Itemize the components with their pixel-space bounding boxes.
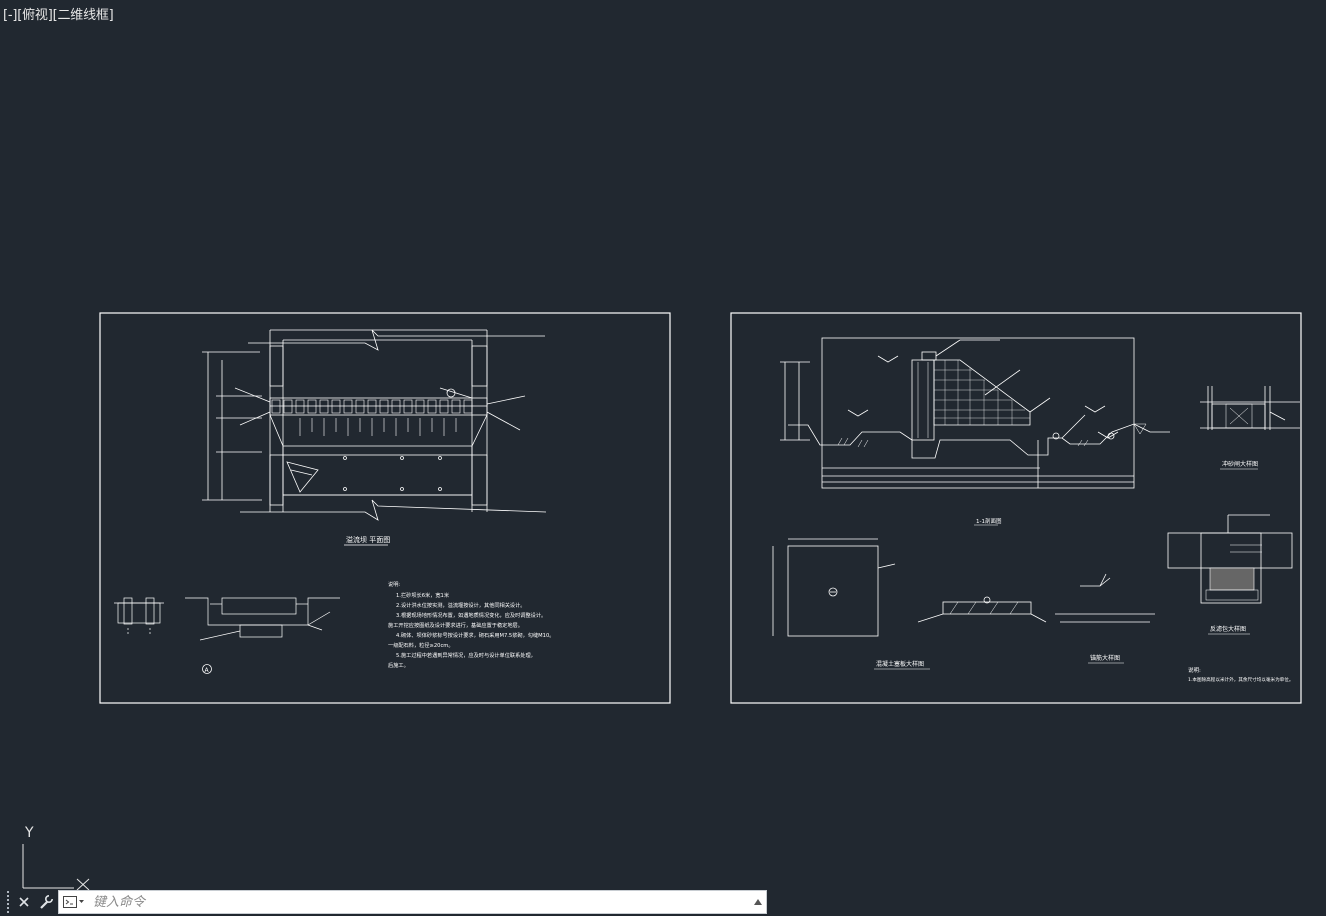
note-line-8: 后施工。 <box>388 661 409 669</box>
section-title: 1-1剖面图 <box>976 517 1002 525</box>
detail-small-left <box>114 597 164 634</box>
notes-block: 说明: 1.拦砂坝长6米，宽1米 2.设计洪水位按实测，溢流堰按设计，其他同相关… <box>388 580 554 669</box>
detail-section-left <box>185 597 340 641</box>
view-menu[interactable]: [俯视] <box>17 8 53 23</box>
close-icon[interactable] <box>13 890 35 914</box>
plan-title: 溢流坝 平面图 <box>346 535 390 544</box>
note-line-1: 1.拦砂坝长6米，宽1米 <box>396 591 450 599</box>
plug-detail <box>772 538 896 637</box>
detail-marker-label: A <box>205 667 210 674</box>
command-input[interactable] <box>89 892 750 912</box>
chevron-up-icon[interactable] <box>750 891 766 913</box>
ucs-icon: Y <box>14 822 94 894</box>
viewport-menu[interactable]: [-] <box>3 8 18 23</box>
notes-title: 说明: <box>388 580 400 588</box>
section-view <box>780 337 1170 489</box>
filter-title: 反滤包大样图 <box>1210 625 1246 633</box>
sheet-left-border <box>99 312 671 704</box>
grip-handle[interactable] <box>3 890 13 914</box>
sheet-right-border <box>730 312 1302 704</box>
ucs-y-label: Y <box>24 825 34 841</box>
command-line <box>0 888 770 916</box>
anchor-detail <box>917 573 1155 623</box>
viewport-controls: [-][俯视][二维线框] <box>3 4 114 23</box>
command-prompt-icon[interactable] <box>59 891 89 913</box>
note-line-3: 3.根据现场地形情况布置，如遇地质情况变化，应及时调整设计。 <box>396 611 546 619</box>
note-line-4: 施工开挖应按图纸及设计要求进行，基础应置于稳定地层。 <box>388 621 523 629</box>
note-line-5: 4.砌体、坝体砂浆标号按设计要求，砌石采用M7.5浆砌，勾缝M10。 <box>396 631 554 639</box>
right-note-title: 说明: <box>1188 666 1201 674</box>
sluice-detail <box>1200 386 1300 430</box>
plug-title: 混凝土塞板大样图 <box>876 660 924 668</box>
wrench-icon[interactable] <box>35 890 57 914</box>
detail-marker <box>202 664 212 674</box>
anchor-title: 锚筋大样图 <box>1090 654 1120 662</box>
note-line-6: 一级配石料，粒径≥20cm。 <box>388 641 454 649</box>
filter-detail <box>1167 514 1293 604</box>
plan-view <box>202 329 547 521</box>
sluice-title: 冲砂闸大样图 <box>1222 460 1258 468</box>
right-note-line: 1.本图除高程以米计外，其余尺寸均以毫米为单位。 <box>1188 676 1293 683</box>
note-line-7: 5.施工过程中若遇到异常情况，应及时与设计单位联系处理， <box>396 651 536 659</box>
command-input-box <box>58 890 767 914</box>
visual-style-menu[interactable]: [二维线框] <box>52 8 114 23</box>
note-line-2: 2.设计洪水位按实测，溢流堰按设计，其他同相关设计。 <box>396 601 525 609</box>
